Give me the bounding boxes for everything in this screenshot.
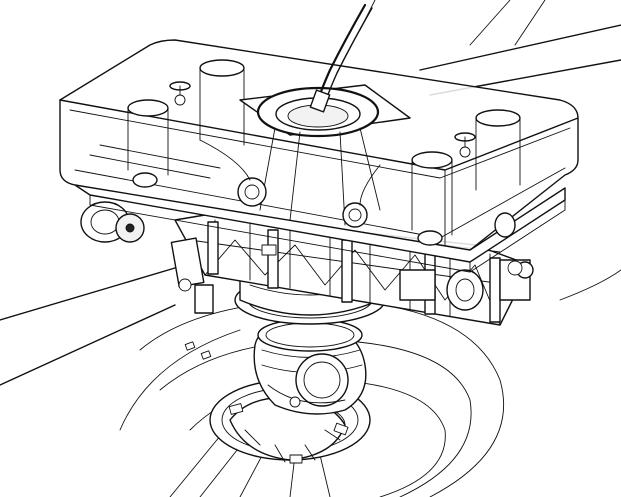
internal-mechanism: [132, 139, 523, 276]
elbow-neck: [253, 318, 367, 415]
housing-box: [59, 39, 579, 273]
tank-cylinders: [127, 59, 521, 236]
hose: [309, 0, 376, 113]
side-motors: [80, 201, 534, 314]
